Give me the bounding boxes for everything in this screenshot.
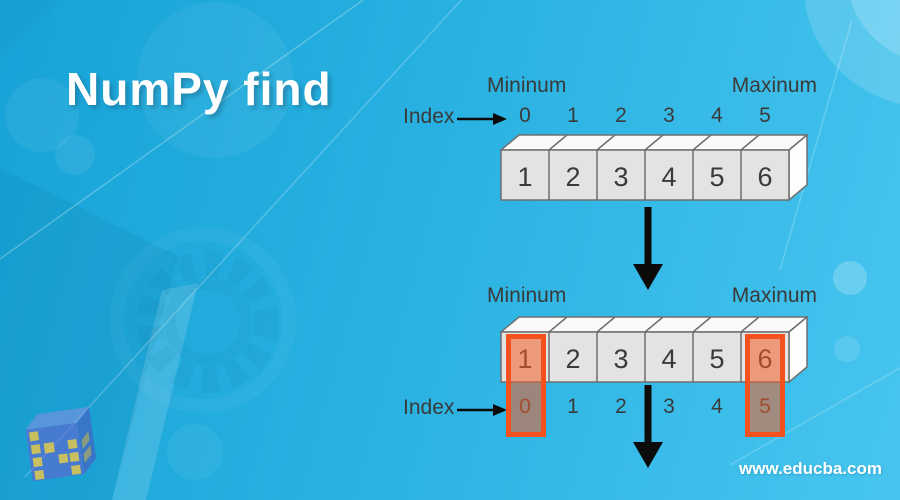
down-arrow-icon-2 (633, 385, 663, 468)
index-value: 2 (615, 104, 627, 127)
array-cell-value: 6 (757, 162, 773, 192)
array-cell-value: 4 (661, 344, 677, 374)
watermark: www.educba.com (739, 459, 882, 478)
page-title: NumPy find (66, 63, 332, 115)
array-cell-value: 3 (613, 162, 629, 192)
index-label-bottom: Index (403, 396, 455, 419)
index-value: 5 (759, 104, 771, 127)
index-arrow-icon-bottom (457, 404, 507, 416)
gear-icon (110, 227, 296, 413)
array-cell-value: 1 (517, 162, 533, 192)
index-value: 3 (663, 395, 675, 418)
minimum-label-bottom: Mininum (487, 284, 567, 307)
index-value: 4 (711, 395, 723, 418)
array-cell-value: 2 (565, 344, 581, 374)
array-values-top: 1 2 3 4 5 6 (501, 160, 789, 194)
index-row-top: 0 1 2 3 4 5 (501, 103, 789, 129)
maximum-highlight-box (745, 334, 785, 437)
array-3d-top (500, 134, 808, 202)
index-label-top: Index (403, 105, 455, 128)
maximum-label-bottom: Maxinum (731, 284, 817, 307)
index-value: 0 (519, 104, 531, 127)
index-value: 1 (567, 104, 579, 127)
minimum-label-top: Mininum (487, 74, 567, 97)
index-value: 3 (663, 104, 675, 127)
minmax-labels-top: Mininum Maxinum (487, 74, 817, 98)
minmax-labels-bottom: Mininum Maxinum (487, 284, 817, 308)
array-cell-value: 5 (709, 162, 725, 192)
array-cell-value: 2 (565, 162, 581, 192)
index-value: 2 (615, 395, 627, 418)
index-arrow-icon-top (457, 113, 507, 125)
array-cell-value: 3 (613, 344, 629, 374)
index-value: 1 (567, 395, 579, 418)
index-value: 4 (711, 104, 723, 127)
maximum-label-top: Maxinum (731, 74, 817, 97)
minimum-highlight-box (506, 334, 546, 437)
array-3d-bottom (500, 316, 808, 384)
down-arrow-icon-1 (633, 207, 663, 290)
array-cell-value: 4 (661, 162, 677, 192)
array-cell-value: 5 (709, 344, 725, 374)
educba-logo (25, 406, 97, 482)
